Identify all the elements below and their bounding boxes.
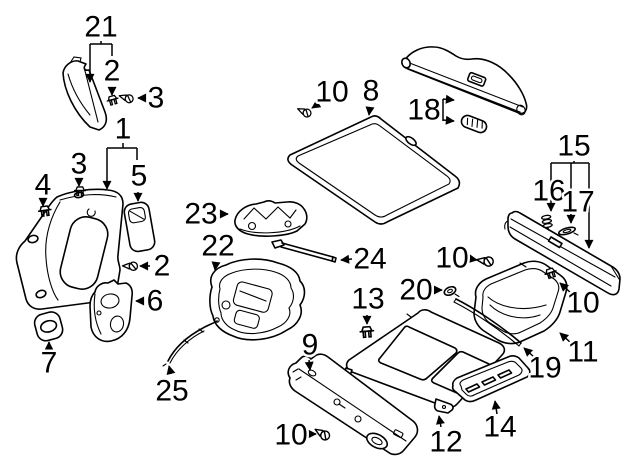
part-5-pocket-cover [123, 201, 156, 253]
leader-lines [38, 41, 594, 439]
part-2-screw-mid [121, 260, 139, 272]
part-23-jack [234, 200, 308, 237]
callout-10c[interactable]: 10 [564, 284, 602, 322]
callout-21[interactable]: 21 [82, 8, 120, 46]
part-13-clip [359, 325, 375, 339]
part-14-slotted-tray [451, 355, 531, 403]
callout-10b[interactable]: 10 [433, 239, 471, 277]
callout-3b[interactable]: 3 [68, 145, 90, 183]
callout-4[interactable]: 4 [32, 166, 54, 204]
callout-11[interactable]: 11 [565, 333, 601, 371]
part-8-cargo-mat [287, 115, 461, 225]
callout-17[interactable]: 17 [559, 183, 597, 221]
part-17-clip-washer [557, 226, 579, 236]
part-21-pillar-trim [62, 56, 108, 131]
callout-5[interactable]: 5 [128, 157, 150, 195]
callout-2a[interactable]: 2 [101, 52, 123, 90]
part-18-cover-handle [460, 114, 488, 134]
callout-14[interactable]: 14 [481, 408, 519, 446]
part-19-trim-strip [453, 298, 522, 347]
part-10-screw-a [295, 104, 313, 120]
part-15-sill-plate [504, 210, 621, 296]
callout-10d[interactable]: 10 [272, 416, 310, 454]
callout-7[interactable]: 7 [38, 344, 60, 382]
callout-6[interactable]: 6 [144, 282, 166, 320]
part-6-lamp-bracket [89, 279, 134, 343]
callout-25[interactable]: 25 [153, 372, 191, 410]
callout-15[interactable]: 15 [555, 127, 593, 165]
callout-16[interactable]: 16 [530, 172, 568, 210]
part-3-screw-upper [117, 90, 135, 105]
callout-22[interactable]: 22 [199, 227, 237, 265]
callout-9[interactable]: 9 [299, 326, 321, 364]
part-25-support-rod [162, 317, 220, 367]
callout-18[interactable]: 18 [405, 91, 443, 129]
callout-1[interactable]: 1 [112, 110, 134, 148]
part-22-tool-tray [209, 258, 306, 341]
callout-19[interactable]: 19 [526, 349, 564, 387]
callout-12[interactable]: 12 [427, 423, 465, 461]
callout-13[interactable]: 13 [349, 280, 387, 318]
part-18-tonneau-cover [401, 46, 528, 116]
part-7-bezel [33, 311, 64, 342]
callout-2b[interactable]: 2 [151, 247, 173, 285]
part-1-quarter-trim-panel [15, 188, 124, 310]
callout-24[interactable]: 24 [351, 240, 389, 278]
part-20-grommet [443, 285, 460, 298]
callout-23[interactable]: 23 [182, 195, 220, 233]
callout-3a[interactable]: 3 [145, 79, 167, 117]
part-10-screw-b [475, 253, 495, 268]
part-2-clip-upper [105, 94, 120, 107]
part-9-rear-finish-panel [287, 353, 419, 456]
callout-20[interactable]: 20 [397, 271, 435, 309]
callout-10a[interactable]: 10 [313, 73, 351, 111]
callout-8[interactable]: 8 [360, 72, 382, 110]
part-24-jack-handle [271, 239, 337, 263]
